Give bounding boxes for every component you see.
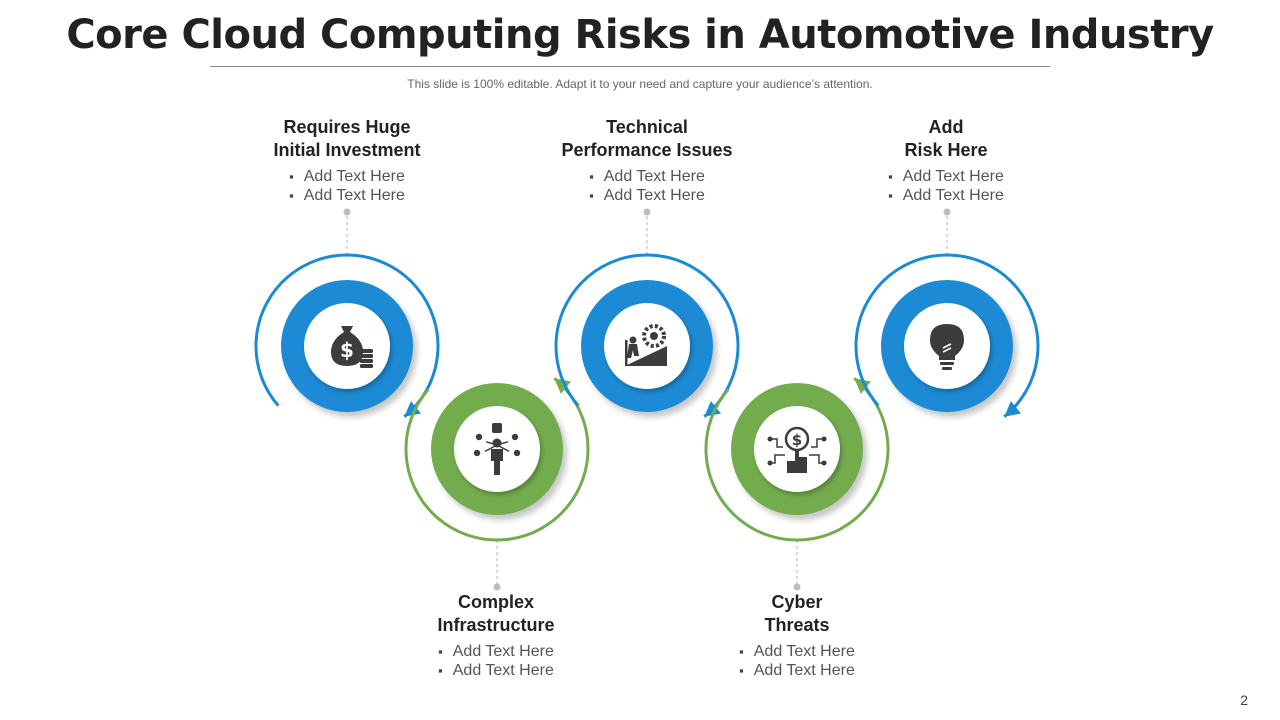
climbing-gear-icon (625, 324, 667, 366)
cycle-arc (854, 253, 1040, 418)
slide-subtitle: This slide is 100% editable. Adapt it to… (407, 77, 873, 91)
bullet-item: Add Text Here (376, 661, 616, 680)
leader-dot (793, 583, 801, 591)
svg-text:$: $ (340, 338, 354, 362)
page-number: 2 (1240, 692, 1248, 708)
svg-text:$: $ (792, 431, 802, 449)
bullet-item: Add Text Here (227, 186, 467, 205)
cycle-arc (254, 253, 440, 418)
cycle-arc (704, 377, 890, 542)
step-title: Cyber Threats (764, 592, 830, 635)
step-label-3: Technical Performance Issues Add Text He… (527, 116, 767, 205)
leader-dot (493, 583, 501, 591)
bullet-item: Add Text Here (227, 167, 467, 186)
bullet-item: Add Text Here (826, 186, 1066, 205)
bullet-item: Add Text Here (677, 642, 917, 661)
arrow-head (1004, 401, 1021, 417)
cycle-arc (554, 253, 740, 418)
step-node-3 (554, 253, 740, 418)
step-title: Technical Performance Issues (561, 117, 733, 160)
arrow-head (704, 401, 721, 417)
step-label-1: Requires Huge Initial Investment Add Tex… (227, 116, 467, 205)
leader-dot (343, 208, 351, 216)
bullet-item: Add Text Here (527, 186, 767, 205)
step-node-5 (854, 253, 1040, 418)
step-node-4: $ (704, 377, 890, 542)
slide-title: Core Cloud Computing Risks in Automotive… (66, 12, 1214, 58)
digital-dollar-hand-icon: $ (767, 426, 827, 473)
step-title: Requires Huge Initial Investment (273, 117, 421, 160)
bullet-item: Add Text Here (376, 642, 616, 661)
leader-dot (643, 208, 651, 216)
lightbulb-icon (930, 324, 964, 370)
arrow-head (404, 401, 421, 417)
businessman-network-icon (473, 423, 521, 475)
step-label-2: Complex Infrastructure Add Text HereAdd … (376, 591, 616, 680)
bullet-item: Add Text Here (677, 661, 917, 680)
arrow-head (854, 378, 871, 394)
cycle-arc (404, 377, 590, 542)
step-title: Add Risk Here (904, 117, 988, 160)
arrow-head (554, 378, 571, 394)
bullet-item: Add Text Here (826, 167, 1066, 186)
leader-dot (943, 208, 951, 216)
step-node-2 (404, 377, 590, 542)
step-inner-circle (604, 303, 690, 389)
title-divider (210, 66, 1050, 67)
step-title: Complex Infrastructure (437, 592, 555, 635)
money-bag-icon: $ (331, 326, 373, 368)
step-node-1: $ (254, 253, 440, 418)
bullet-item: Add Text Here (527, 167, 767, 186)
